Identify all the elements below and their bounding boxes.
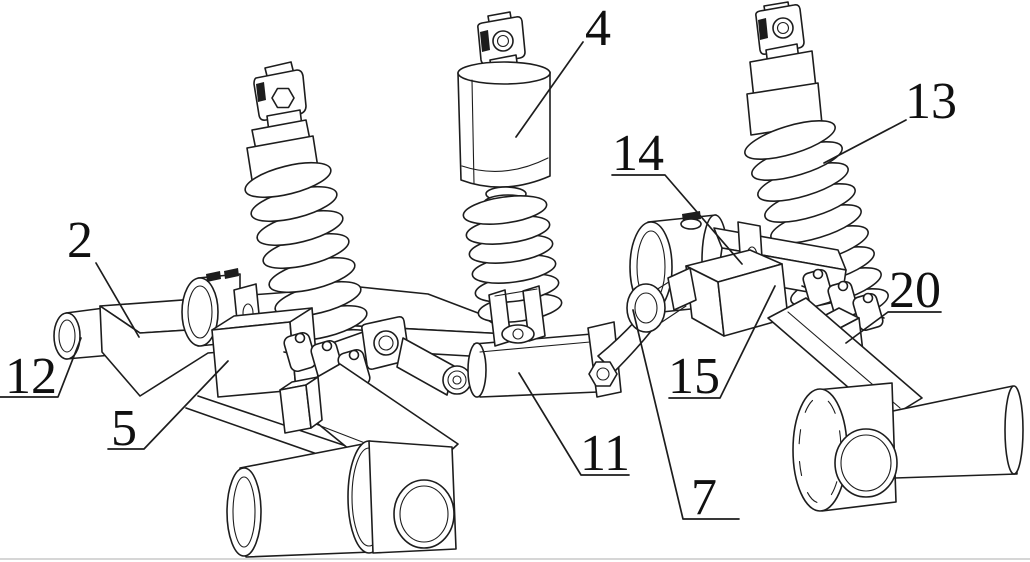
bushing-eye-left [53, 312, 81, 360]
bolt-clip [224, 268, 239, 279]
part-label-2: 2 [67, 212, 93, 269]
hub-boss-left [393, 479, 455, 549]
bolt-clip [206, 271, 221, 282]
taper-link [396, 337, 455, 396]
leader-line-2 [95, 262, 140, 338]
part-label-4: 4 [585, 0, 611, 57]
leader-line-5 [107, 360, 229, 450]
part-labels: 2 4 12 5 13 14 15 20 11 7 [5, 0, 957, 526]
shock-absorber-center [457, 11, 563, 323]
rod-end-eye [626, 283, 666, 333]
part-label-12: 12 [5, 348, 57, 405]
lower-arm-left [185, 307, 459, 558]
hanging-block [279, 376, 323, 434]
part-label-15: 15 [668, 348, 720, 405]
coil-spring-center [462, 195, 563, 323]
shock-fork-center [488, 285, 546, 347]
leader-line-12 [0, 337, 82, 398]
leader-line-15 [668, 285, 776, 399]
leader-lines [0, 41, 942, 520]
shackle-nut [588, 361, 618, 387]
leader-line-7 [632, 309, 740, 520]
leader-line-11 [518, 372, 630, 476]
leader-line-13 [823, 119, 907, 164]
part-label-11: 11 [580, 425, 630, 482]
clevis-nut [271, 87, 295, 109]
part-label-7: 7 [691, 469, 717, 526]
coil-spring-left [244, 161, 374, 366]
part-label-20: 20 [889, 262, 941, 319]
leader-line-14 [611, 174, 743, 265]
lower-arm-right [629, 211, 1024, 512]
leader-line-4 [515, 41, 584, 138]
part-label-5: 5 [111, 400, 137, 457]
hub-boss-right [834, 428, 898, 498]
bolt-boss [442, 365, 472, 395]
part-label-14: 14 [612, 125, 664, 182]
leader-line-20 [845, 311, 942, 344]
part-label-13: 13 [905, 73, 957, 130]
